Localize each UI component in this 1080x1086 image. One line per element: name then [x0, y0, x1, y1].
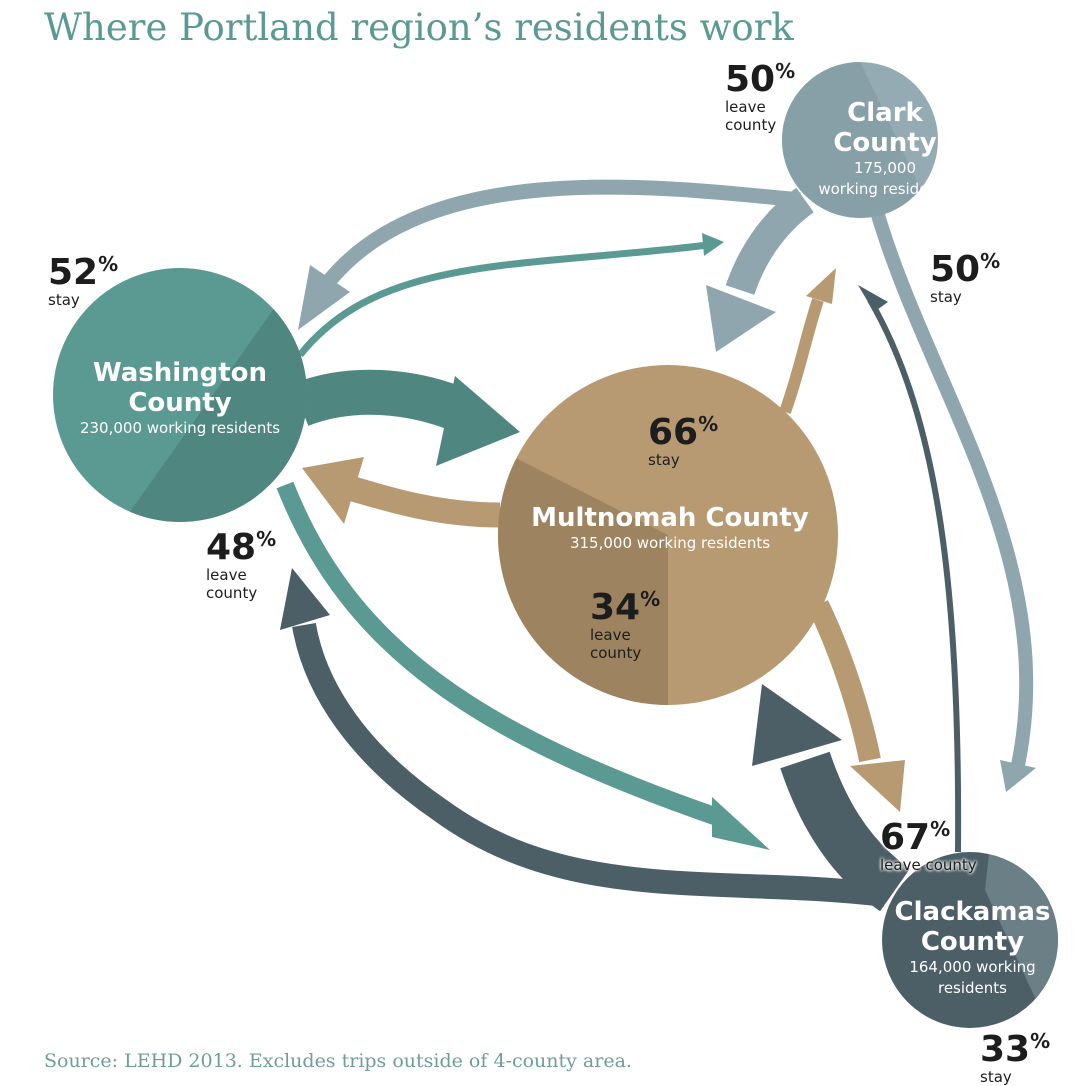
washington-leave-unit: % [256, 527, 277, 551]
multnomah-leave-unit: % [640, 587, 661, 611]
page-title: Where Portland region’s residents work [44, 6, 794, 49]
multnomah-leave-stat: 34% leave county [590, 587, 661, 662]
flow-multnomah-to-clackamas [808, 600, 881, 763]
flow-washington-to-clackamas [276, 481, 723, 827]
flow-multnomah-to-clark [779, 298, 824, 415]
flow-clackamas-to-washington-arrowhead [280, 568, 330, 630]
clark-name-line1: Clark [847, 98, 923, 128]
washington-residents: 230,000 working residents [79, 419, 281, 437]
flow-multnomah-to-clackamas-arrowhead [850, 760, 905, 812]
clackamas-stay-label: stay [980, 1068, 1012, 1086]
clark-leave-label-line2: county [725, 116, 777, 134]
flow-clackamas-to-washington [292, 622, 887, 907]
clackamas-stay-stat: 33% stay [980, 1029, 1051, 1086]
clark-residents-line2: working residents [818, 180, 952, 198]
multnomah-leave-label-line1: leave [590, 626, 631, 644]
clackamas-leave-label: leave county [880, 856, 977, 874]
clark-name-line2: County [833, 128, 937, 158]
washington-stay-unit: % [98, 252, 119, 276]
clark-leave-unit: % [775, 59, 796, 83]
flow-multnomah-to-clark-arrowhead [806, 268, 836, 304]
flow-washington-to-clark-arrowhead [702, 233, 724, 256]
clark-county-label: Clark County 175,000 working residents [795, 98, 975, 200]
flow-washington-to-clark [297, 241, 709, 358]
clark-leave-value: 50 [725, 59, 776, 100]
clackamas-leave-unit: % [930, 817, 951, 841]
clackamas-stay-value: 33 [980, 1029, 1031, 1070]
multnomah-county-label: Multnomah County 315,000 working residen… [520, 503, 820, 554]
flow-clackamas-to-multnomah [780, 751, 911, 912]
flow-clackamas-to-clark-arrowhead [858, 285, 888, 312]
multnomah-residents: 315,000 working residents [569, 534, 771, 552]
clackamas-residents-line2: residents [937, 979, 1007, 997]
multnomah-leave-label-line2: county [590, 644, 642, 662]
washington-name-line1: Washington [92, 358, 268, 388]
flow-washington-to-clackamas-arrowhead [712, 797, 770, 850]
flow-clark-to-washington [324, 179, 801, 285]
washington-stay-stat: 52% stay [48, 252, 119, 309]
clark-stay-unit: % [980, 249, 1001, 273]
washington-leave-stat: 48% leave county [206, 527, 277, 602]
washington-county-label: Washington County 230,000 working reside… [60, 358, 300, 439]
washington-leave-value: 48 [206, 527, 257, 568]
flow-washington-to-multnomah [291, 369, 469, 432]
flow-clark-to-multnomah-arrowhead [706, 285, 776, 352]
clackamas-county-label: Clackamas County 164,000 working residen… [885, 897, 1060, 999]
multnomah-stay-value: 66 [648, 412, 699, 453]
flow-multnomah-to-washington [346, 476, 501, 528]
flow-clark-to-multnomah [725, 187, 815, 295]
clackamas-name-line1: Clackamas [894, 897, 1051, 927]
clackamas-leave-value: 67 [880, 817, 931, 858]
flow-washington-to-multnomah-arrowhead [436, 376, 520, 466]
flow-clark-to-clackamas [871, 213, 1034, 767]
washington-stay-value: 52 [48, 252, 99, 293]
clark-leave-stat: 50% leave county [725, 59, 796, 134]
source-note: Source: LEHD 2013. Excludes trips outsid… [44, 1050, 632, 1072]
clark-stay-stat: 50% stay [930, 249, 1001, 306]
clark-leave-label-line1: leave [725, 98, 766, 116]
multnomah-stay-label: stay [648, 451, 680, 469]
multnomah-name: Multnomah County [531, 503, 809, 533]
washington-name-line2: County [128, 388, 232, 418]
clark-stay-value: 50 [930, 249, 981, 290]
washington-stay-label: stay [48, 291, 80, 309]
washington-leave-label-line2: county [206, 584, 258, 602]
washington-leave-label-line1: leave [206, 566, 247, 584]
clark-circle [782, 62, 938, 218]
clackamas-leave-stat: 67% leave county [880, 817, 977, 874]
flow-clackamas-to-multnomah-arrowhead [752, 684, 842, 766]
multnomah-leave-value: 34 [590, 587, 641, 628]
flow-clark-to-washington-arrowhead [298, 265, 350, 330]
flow-clark-to-clackamas-arrowhead [1000, 760, 1036, 792]
clark-stay-label: stay [930, 288, 962, 306]
flow-multnomah-to-washington-arrowhead [302, 457, 364, 524]
flow-clackamas-to-clark [867, 298, 962, 853]
clackamas-residents-line1: 164,000 working [909, 958, 1036, 976]
multnomah-stay-stat: 66% stay [648, 412, 719, 469]
multnomah-stay-unit: % [698, 412, 719, 436]
clark-residents-line1: 175,000 [853, 159, 917, 177]
clackamas-stay-unit: % [1030, 1029, 1051, 1053]
clackamas-name-line2: County [920, 927, 1025, 957]
